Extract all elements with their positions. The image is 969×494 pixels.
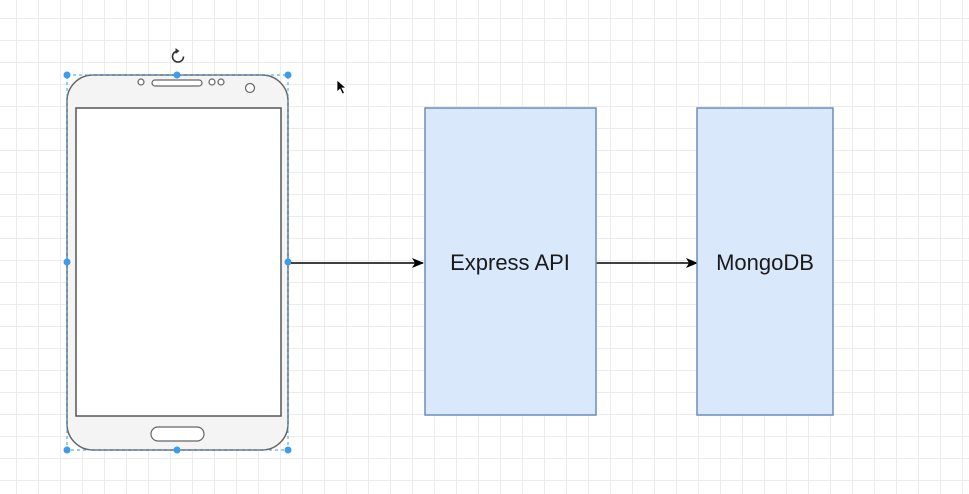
express-api-label: Express API xyxy=(450,250,570,275)
selection-overlay xyxy=(63,48,292,454)
phone-home-button xyxy=(150,426,205,442)
resize-handle[interactable] xyxy=(63,446,71,454)
phone-camera xyxy=(244,82,256,94)
phone-screen xyxy=(75,107,282,417)
resize-handle[interactable] xyxy=(63,258,71,266)
express-api-box[interactable] xyxy=(424,107,597,416)
node-mongodb[interactable]: MongoDB xyxy=(696,107,834,416)
resize-handle[interactable] xyxy=(173,71,181,79)
phone-speaker xyxy=(151,79,203,87)
resize-handle[interactable] xyxy=(63,71,71,79)
phone-sensor xyxy=(208,78,216,86)
phone-sensor xyxy=(217,78,225,86)
resize-handle[interactable] xyxy=(173,446,181,454)
phone-sensor xyxy=(137,78,145,86)
rotate-icon[interactable] xyxy=(171,48,185,63)
connection-handle[interactable] xyxy=(284,258,292,266)
mongodb-label: MongoDB xyxy=(716,250,814,275)
resize-handle[interactable] xyxy=(284,446,292,454)
phone-shape[interactable] xyxy=(66,74,289,451)
mongodb-box[interactable] xyxy=(696,107,834,416)
node-express-api[interactable]: Express API xyxy=(424,107,597,416)
mouse-cursor-icon xyxy=(336,79,348,95)
resize-handle[interactable] xyxy=(284,71,292,79)
